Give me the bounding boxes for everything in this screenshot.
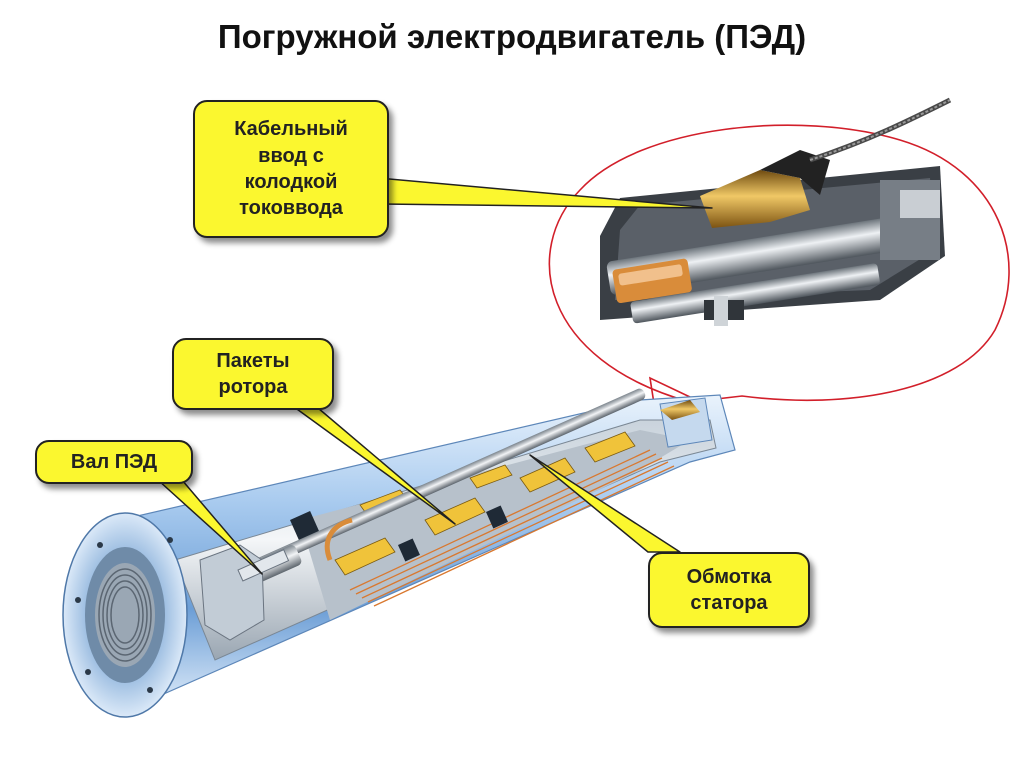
callout-pointers [157, 177, 713, 575]
page-title: Погружной электродвигатель (ПЭД) [217, 18, 807, 55]
callout-cable-entry: Кабельный ввод с колодкой токоввода [193, 100, 389, 238]
callout-cable-entry-label: Кабельный ввод с колодкой токоввода [234, 118, 348, 220]
callout-rotor-packs-label: Пакеты ротора [216, 349, 290, 398]
zoom-detail [600, 97, 952, 326]
callout-stator-winding-label: Обмотка статора [686, 565, 772, 614]
motor-body [62, 388, 736, 718]
callout-motor-shaft: Вал ПЭД [35, 440, 193, 484]
callout-motor-shaft-label: Вал ПЭД [70, 450, 158, 473]
callout-stator-winding: Обмотка статора [648, 552, 810, 628]
callout-rotor-packs: Пакеты ротора [172, 338, 334, 410]
